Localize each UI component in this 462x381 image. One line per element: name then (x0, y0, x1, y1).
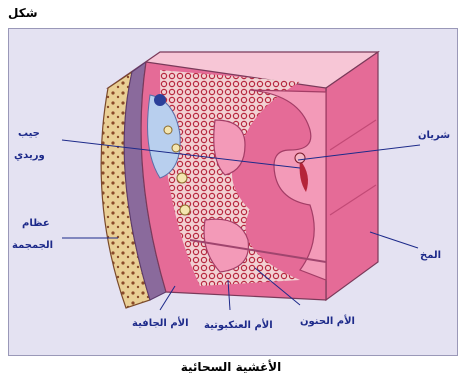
figure-caption: الأغشية السحائية (0, 360, 462, 374)
label-skull-bone-1: عظام (22, 218, 50, 229)
label-arachnoid: الأم العنكبوتية (204, 320, 273, 331)
brain-front-face (141, 62, 326, 300)
label-pia-mater: الأم الحنون (300, 316, 355, 327)
label-dura-mater: الأم الجافية (132, 318, 189, 329)
label-brain: المخ (420, 250, 441, 261)
label-venous-sinus-2: وريدي (14, 150, 45, 161)
label-artery: شريان (418, 130, 450, 141)
label-venous-sinus-1: جيب (18, 128, 40, 139)
brain-side-face (326, 52, 378, 300)
label-skull-bone-2: الجمجمة (12, 240, 53, 251)
